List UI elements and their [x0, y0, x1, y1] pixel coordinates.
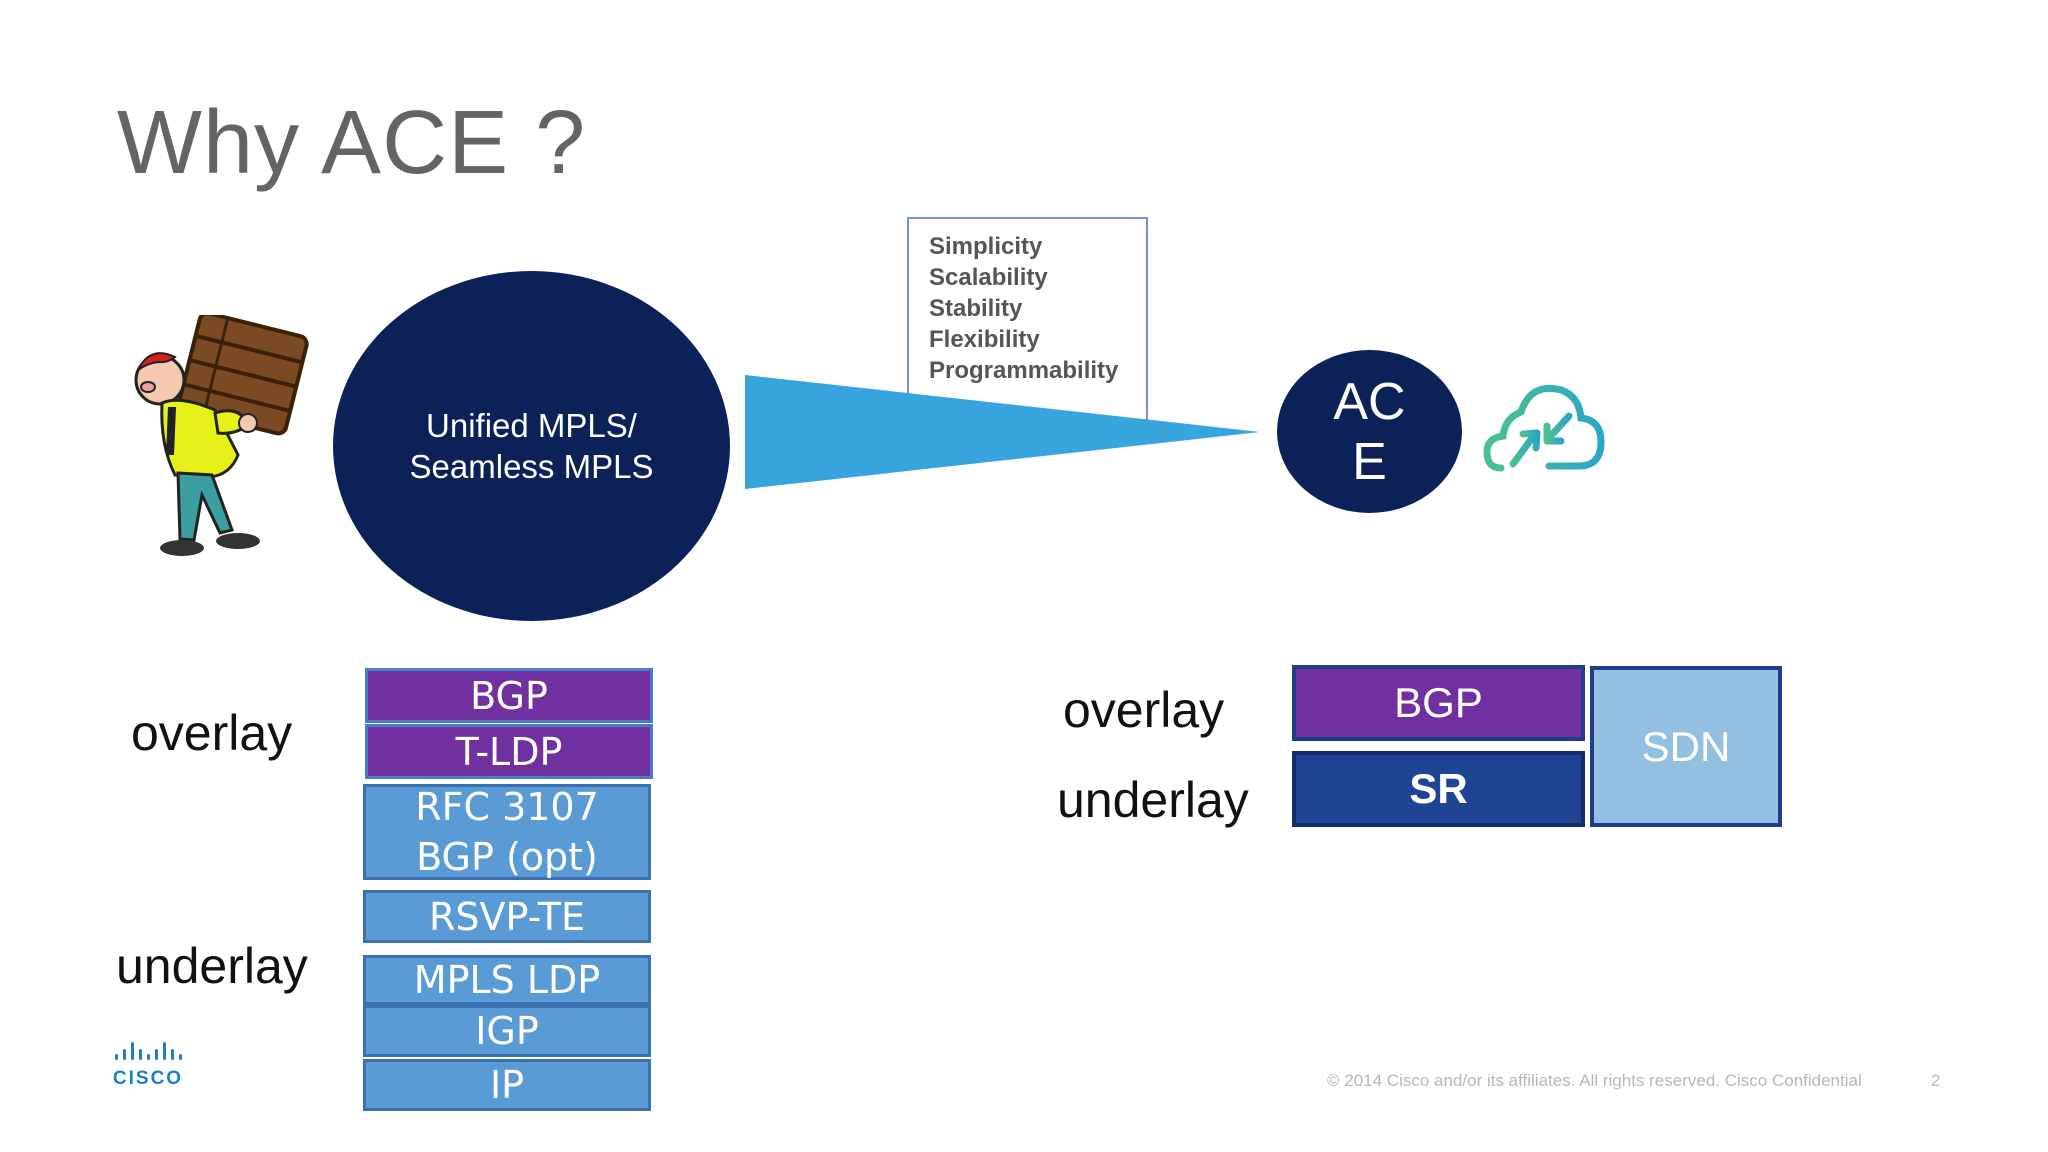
benefit-item: Programmability [929, 357, 1119, 384]
unified-mpls-label: Unified MPLS/ Seamless MPLS [409, 407, 654, 485]
overlay-label-right: overlay [1063, 682, 1225, 738]
benefits-list: Simplicity Scalability Stability Flexibi… [909, 219, 1146, 386]
stack-block-igp: IGP [363, 1005, 651, 1057]
rfc3107-line: RFC 3107 [415, 785, 599, 829]
stack-block-sr: SR [1292, 751, 1585, 827]
underlay-label-left: underlay [116, 938, 308, 994]
bgp-opt-line: BGP (opt) [416, 835, 598, 879]
stack-block-ip: IP [363, 1059, 651, 1111]
transition-arrow [745, 375, 1260, 489]
stack-block-tldp: T-LDP [365, 724, 653, 779]
underlay-label-right: underlay [1057, 772, 1249, 828]
benefit-item: Flexibility [929, 326, 1040, 353]
stack-block-rsvp-te: RSVP-TE [363, 890, 651, 943]
unified-mpls-ellipse: Unified MPLS/ Seamless MPLS [333, 271, 730, 621]
cisco-logo: CISCO [113, 1042, 183, 1088]
ace-ellipse: AC E [1277, 350, 1462, 513]
footer-copyright: © 2014 Cisco and/or its affiliates. All … [1327, 1071, 1862, 1090]
benefit-item: Simplicity [929, 233, 1043, 260]
cisco-logo-text: CISCO [113, 1068, 183, 1088]
page-number: 2 [1931, 1071, 1941, 1090]
slide-title: Why ACE ? [117, 93, 587, 193]
overlay-label-left: overlay [131, 705, 293, 761]
stack-block-bgp-right: BGP [1292, 665, 1585, 741]
stack-block-sdn: SDN [1590, 666, 1782, 827]
ace-label: AC E [1333, 372, 1406, 491]
benefit-item: Stability [929, 295, 1023, 322]
stack-block-rfc3107: RFC 3107 BGP (opt) [363, 784, 651, 880]
stack-block-mpls-ldp: MPLS LDP [363, 955, 651, 1005]
person-carrying-crate-illustration [134, 315, 309, 556]
benefit-item: Scalability [929, 264, 1048, 291]
cloud-sync-icon [1483, 384, 1605, 472]
stack-block-bgp: BGP [365, 668, 653, 723]
